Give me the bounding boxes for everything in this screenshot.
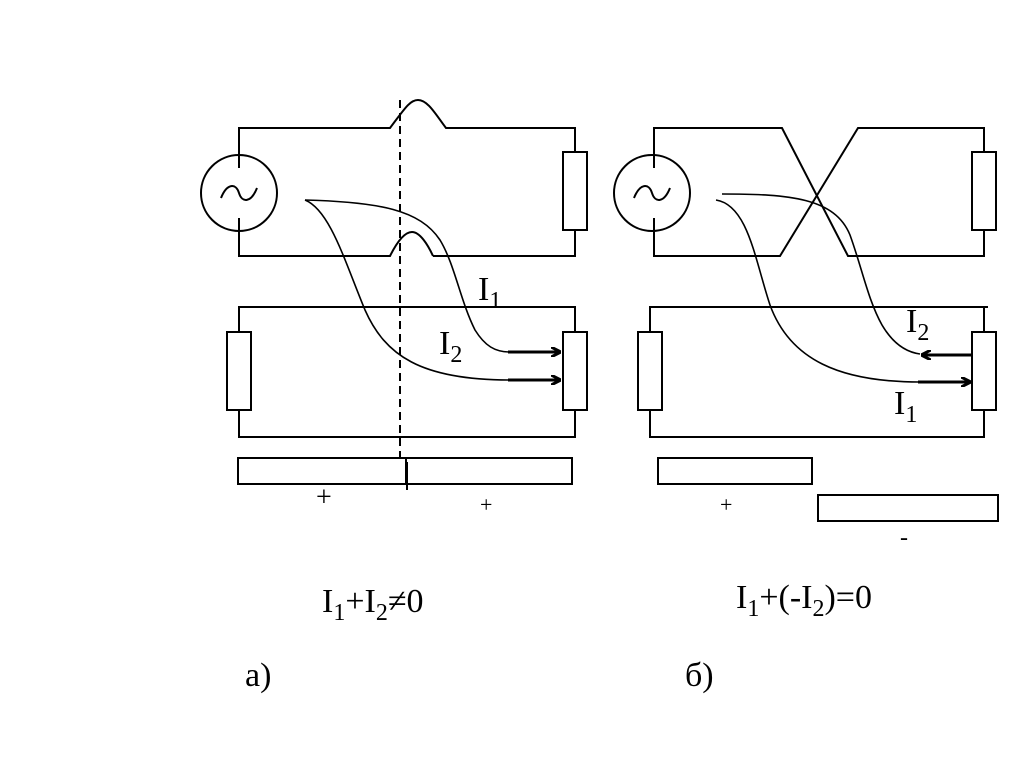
sign-plus-right: + <box>480 492 492 517</box>
ac-source-icon <box>200 154 278 232</box>
ground-plane-right <box>405 457 573 485</box>
panel-a-upper-circuit <box>200 98 588 257</box>
label-i2: I2 <box>439 325 462 368</box>
ground-plane-left <box>237 457 407 485</box>
label-i1: I1 <box>478 271 501 314</box>
coupling-path-i1 <box>304 199 511 353</box>
ground-plane-minus <box>817 494 999 522</box>
resistor-icon <box>637 331 663 411</box>
panel-b-lower-circuit <box>637 306 997 438</box>
resistor-icon <box>562 331 588 411</box>
resistor-icon <box>971 331 997 411</box>
ac-source-icon <box>613 154 691 232</box>
coupling-path-i1 <box>715 199 921 383</box>
sign-plus-left: + <box>316 482 332 513</box>
coupling-path-i2 <box>721 193 921 355</box>
resistor-icon <box>226 331 252 411</box>
sign-plus: + <box>720 492 732 517</box>
label-i1: I1 <box>894 385 917 428</box>
panel-b: I2 I1 + - I1+(-I2)=0 б) <box>613 127 999 694</box>
panel-b-upper-circuit <box>613 127 997 257</box>
equation-b: I1+(-I2)=0 <box>736 579 872 622</box>
equation-a: I1+I2≠0 <box>322 583 424 626</box>
ground-plane-plus <box>657 457 813 485</box>
resistor-icon <box>562 151 588 231</box>
resistor-icon <box>971 151 997 231</box>
coupling-path-i2 <box>304 199 511 381</box>
sign-minus: - <box>900 525 908 551</box>
panel-a: I1 I2 + + I1+I2≠0 а) <box>200 98 588 694</box>
label-i2: I2 <box>906 303 929 346</box>
caption-a: а) <box>245 657 271 694</box>
panel-a-lower-circuit <box>226 306 588 438</box>
caption-b: б) <box>685 657 714 694</box>
